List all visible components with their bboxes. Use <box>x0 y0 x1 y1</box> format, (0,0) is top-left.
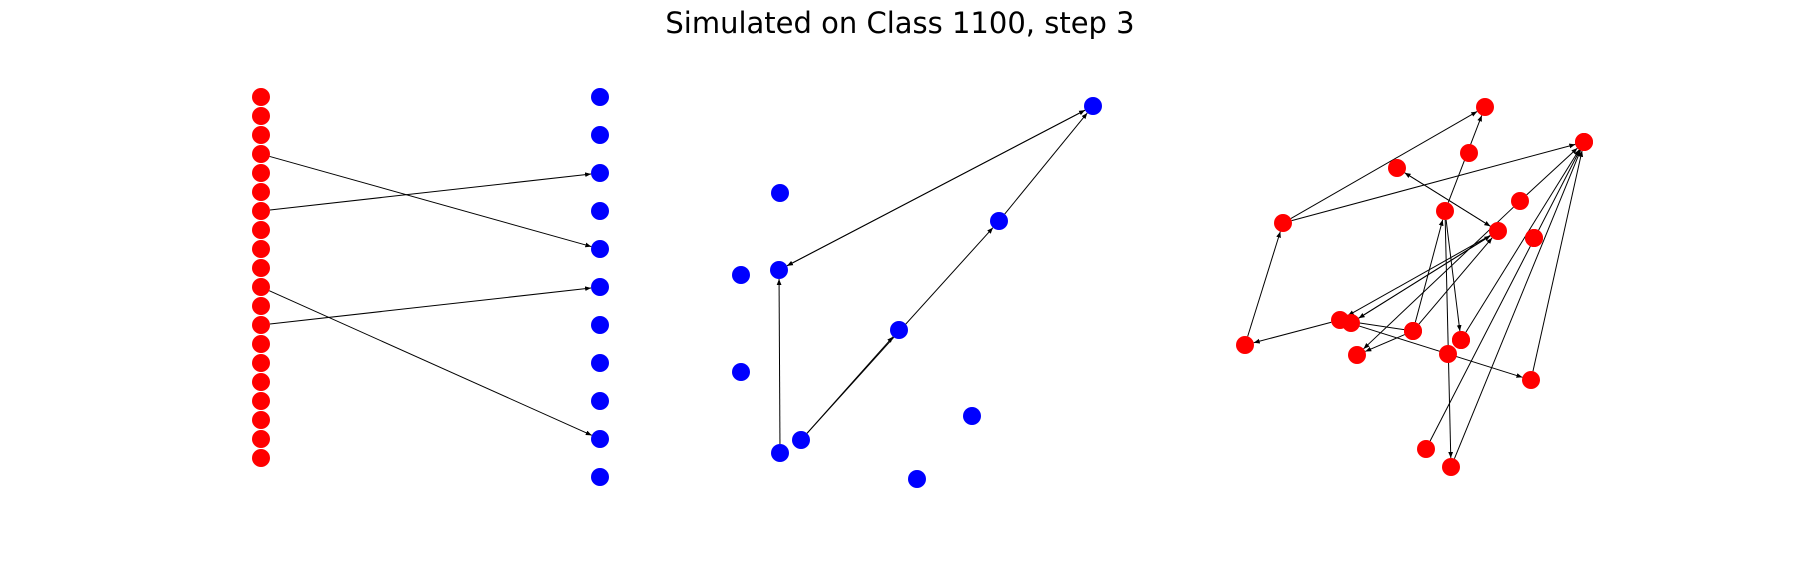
node-b4 <box>792 431 810 449</box>
node-red-18 <box>252 430 270 448</box>
node-red-15 <box>252 373 270 391</box>
node-blue-7 <box>591 354 609 372</box>
node-r12 <box>1436 202 1454 220</box>
edge-red-3-blue-4 <box>269 155 592 248</box>
node-b0 <box>771 184 789 202</box>
node-blue-3 <box>591 202 609 220</box>
edge-r13-r7 <box>1418 237 1493 325</box>
node-r20 <box>1452 331 1470 349</box>
node-red-16 <box>252 392 270 410</box>
edge-r13-r12 <box>1414 219 1444 323</box>
node-red-0 <box>252 88 270 106</box>
edge-r1-r10 <box>1291 143 1576 222</box>
node-b6 <box>990 212 1008 230</box>
node-r4 <box>1388 159 1406 177</box>
node-b10 <box>908 470 926 488</box>
node-red-6 <box>252 202 270 220</box>
node-red-10 <box>252 278 270 296</box>
edge-r4-r7 <box>1404 172 1491 227</box>
edge-r18-r21 <box>1429 149 1581 442</box>
node-b9 <box>963 407 981 425</box>
node-r5 <box>1348 346 1366 364</box>
edge-b6-b8 <box>1004 112 1088 215</box>
edge-r11-r10 <box>1526 147 1578 196</box>
edge-r0-r1 <box>1247 231 1281 337</box>
edge-red-12-blue-5 <box>269 286 592 325</box>
node-red-4 <box>252 164 270 182</box>
nodes-layer <box>252 88 1593 488</box>
node-blue-8 <box>591 392 609 410</box>
figure-title: Simulated on Class 1100, step 3 <box>665 6 1135 40</box>
node-red-9 <box>252 259 270 277</box>
node-r21 <box>1575 133 1593 151</box>
node-r8 <box>1476 98 1494 116</box>
edge-r6-r5 <box>1365 334 1405 352</box>
node-b8 <box>1084 97 1102 115</box>
node-r9 <box>1460 144 1478 162</box>
edge-b2-b8 <box>786 109 1086 267</box>
node-blue-2 <box>591 164 609 182</box>
node-red-8 <box>252 240 270 258</box>
node-r19 <box>1442 458 1460 476</box>
node-r3 <box>1342 314 1360 332</box>
node-red-11 <box>252 297 270 315</box>
node-red-14 <box>252 354 270 372</box>
edge-red-6-blue-2 <box>269 172 592 211</box>
edge-r11-r5 <box>1363 206 1514 350</box>
node-b2 <box>770 261 788 279</box>
node-red-17 <box>252 411 270 429</box>
node-r7 <box>1489 222 1507 240</box>
node-blue-4 <box>591 240 609 258</box>
edge-r20-r21 <box>1465 149 1580 333</box>
node-blue-1 <box>591 126 609 144</box>
edge-r19-r21 <box>1453 150 1582 459</box>
node-b3 <box>890 321 908 339</box>
node-red-3 <box>252 145 270 163</box>
node-r0 <box>1236 336 1254 354</box>
node-red-2 <box>252 126 270 144</box>
node-blue-5 <box>591 278 609 296</box>
node-red-1 <box>252 107 270 125</box>
node-r1 <box>1274 214 1292 232</box>
edge-r14-r10 <box>1532 150 1584 372</box>
node-red-7 <box>252 221 270 239</box>
node-r18 <box>1417 440 1435 458</box>
node-blue-10 <box>591 468 609 486</box>
node-r22 <box>1525 229 1543 247</box>
edge-r1-r8 <box>1290 111 1478 219</box>
node-blue-0 <box>591 88 609 106</box>
node-red-13 <box>252 335 270 353</box>
node-b7 <box>732 363 750 381</box>
node-r11 <box>1511 192 1529 210</box>
edge-red-10-blue-9 <box>269 290 592 436</box>
edge-r7-r2 <box>1347 234 1491 317</box>
node-b1 <box>732 266 750 284</box>
node-r14 <box>1522 371 1540 389</box>
edge-r2-r14 <box>1348 322 1523 378</box>
edge-r12-r20 <box>1445 219 1462 332</box>
node-r13 <box>1404 322 1422 340</box>
node-r17 <box>1439 345 1457 363</box>
edge-b5-b2 <box>776 278 782 445</box>
edges-layer <box>269 109 1584 459</box>
node-blue-9 <box>591 430 609 448</box>
node-b5 <box>771 444 789 462</box>
node-blue-6 <box>591 316 609 334</box>
node-red-19 <box>252 449 270 467</box>
node-red-12 <box>252 316 270 334</box>
node-red-5 <box>252 183 270 201</box>
edge-r2-r0 <box>1253 321 1332 344</box>
edge-r12-r19 <box>1444 219 1454 459</box>
